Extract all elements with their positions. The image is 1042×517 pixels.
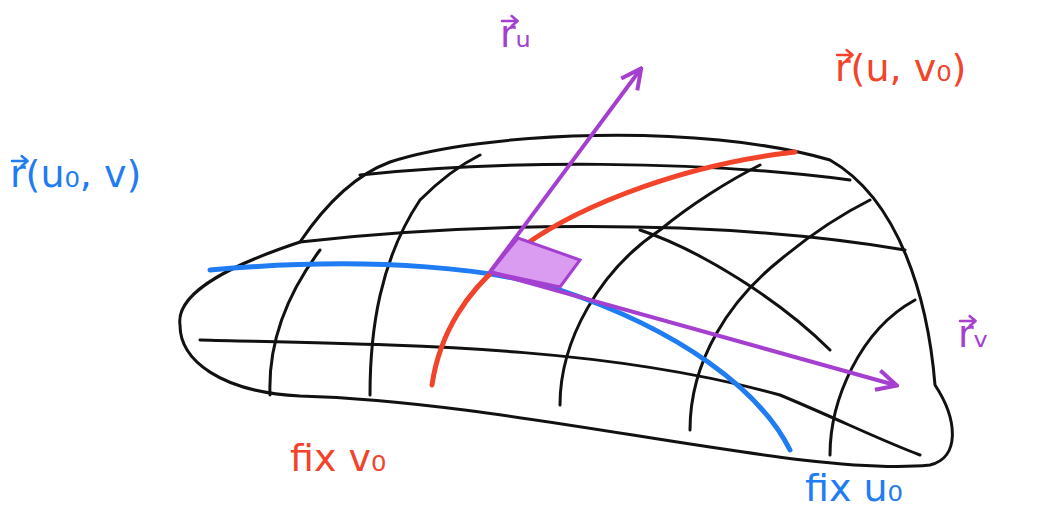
blue-curve [210, 264, 790, 450]
grid-line [560, 165, 760, 405]
grid-line [270, 250, 320, 395]
tangent-vector [490, 70, 640, 272]
math-label: fix v₀ [290, 432, 386, 485]
math-label: r(u₀, v) [10, 148, 141, 201]
math-label: fix u₀ [805, 462, 903, 515]
math-label: rᵤ [500, 8, 531, 61]
grid-line [300, 226, 905, 250]
grid-line [370, 155, 480, 395]
grid-line [690, 200, 870, 430]
surface-patch [490, 238, 580, 287]
tangent-vector [490, 272, 895, 385]
math-label: r(u, v₀) [835, 42, 966, 95]
red-curve [432, 152, 795, 385]
math-label: rᵥ [958, 308, 989, 361]
grid-line [360, 164, 850, 180]
grid-line [640, 230, 830, 350]
surface-outline [180, 135, 953, 466]
